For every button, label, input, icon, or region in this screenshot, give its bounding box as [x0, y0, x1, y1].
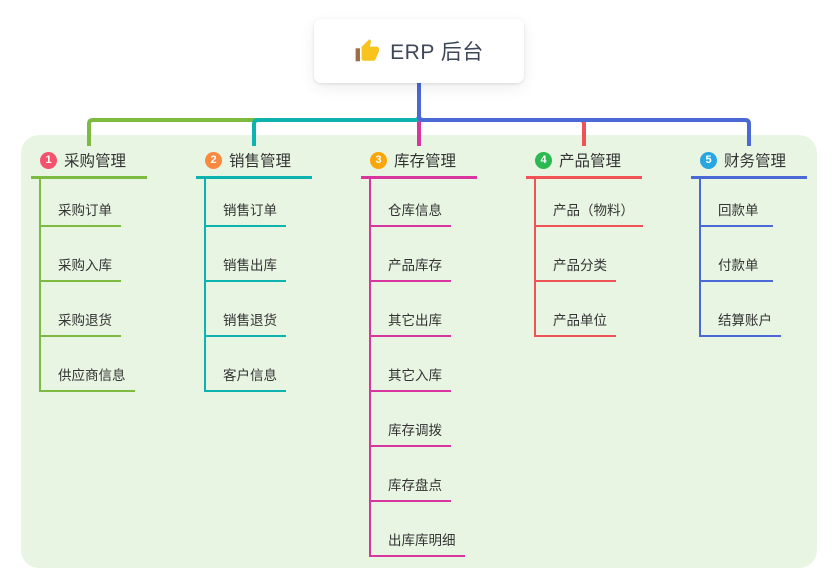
- branch-title-label: 财务管理: [724, 153, 787, 170]
- branch-title-label: 采购管理: [64, 153, 127, 170]
- branch-item[interactable]: 付款单: [701, 227, 773, 282]
- branch-item[interactable]: 销售出库: [206, 227, 286, 282]
- branch-item[interactable]: 结算账户: [701, 282, 781, 337]
- branch-item[interactable]: 采购退货: [41, 282, 121, 337]
- branch-item[interactable]: 客户信息: [206, 337, 286, 392]
- branch-title-label: 库存管理: [394, 153, 457, 170]
- branch-number-badge: 2: [205, 151, 222, 169]
- mindmap-background-panel: [21, 135, 817, 568]
- branch-number-badge: 3: [370, 151, 387, 169]
- branch-item-list: 采购订单采购入库采购退货供应商信息: [39, 179, 191, 392]
- branch-item[interactable]: 库存调拨: [371, 392, 451, 447]
- branch-title-node[interactable]: 1 采购管理: [31, 148, 147, 179]
- branch-item-list: 回款单付款单结算账户: [699, 179, 839, 337]
- branch-column: 5 财务管理 回款单付款单结算账户: [691, 148, 839, 337]
- branch-item[interactable]: 库存盘点: [371, 447, 451, 502]
- branch-item-list: 仓库信息产品库存其它出库其它入库库存调拨库存盘点出库库明细: [369, 179, 521, 557]
- branch-item-list: 产品（物料）产品分类产品单位: [534, 179, 686, 337]
- branch-item[interactable]: 回款单: [701, 179, 773, 227]
- branch-number-badge: 5: [700, 151, 717, 169]
- branch-title-node[interactable]: 3 库存管理: [361, 148, 477, 179]
- branch-title-label: 产品管理: [559, 153, 622, 170]
- branch-item[interactable]: 出库库明细: [371, 502, 465, 557]
- branch-column: 3 库存管理 仓库信息产品库存其它出库其它入库库存调拨库存盘点出库库明细: [361, 148, 521, 557]
- branch-item[interactable]: 产品单位: [536, 282, 616, 337]
- branch-item[interactable]: 采购订单: [41, 179, 121, 227]
- root-node-label: ERP 后台: [390, 41, 484, 64]
- branch-title-node[interactable]: 5 财务管理: [691, 148, 807, 179]
- branch-item[interactable]: 仓库信息: [371, 179, 451, 227]
- branch-item[interactable]: 产品分类: [536, 227, 616, 282]
- mindmap-root-node[interactable]: ERP 后台: [314, 19, 524, 83]
- branch-item[interactable]: 销售订单: [206, 179, 286, 227]
- branch-item[interactable]: 供应商信息: [41, 337, 135, 392]
- branch-item[interactable]: 产品库存: [371, 227, 451, 282]
- branch-number-badge: 1: [40, 151, 57, 169]
- branch-item[interactable]: 其它入库: [371, 337, 451, 392]
- branch-title-node[interactable]: 2 销售管理: [196, 148, 312, 179]
- branch-item[interactable]: 采购入库: [41, 227, 121, 282]
- branch-number-badge: 4: [535, 151, 552, 169]
- branch-item-list: 销售订单销售出库销售退货客户信息: [204, 179, 356, 392]
- branch-column: 1 采购管理 采购订单采购入库采购退货供应商信息: [31, 148, 191, 392]
- thumbs-up-icon: [355, 39, 380, 62]
- branch-title-label: 销售管理: [229, 153, 292, 170]
- branch-item[interactable]: 产品（物料）: [536, 179, 643, 227]
- branch-column: 4 产品管理 产品（物料）产品分类产品单位: [526, 148, 686, 337]
- branch-item[interactable]: 其它出库: [371, 282, 451, 337]
- branch-item[interactable]: 销售退货: [206, 282, 286, 337]
- branch-title-node[interactable]: 4 产品管理: [526, 148, 642, 179]
- branch-column: 2 销售管理 销售订单销售出库销售退货客户信息: [196, 148, 356, 392]
